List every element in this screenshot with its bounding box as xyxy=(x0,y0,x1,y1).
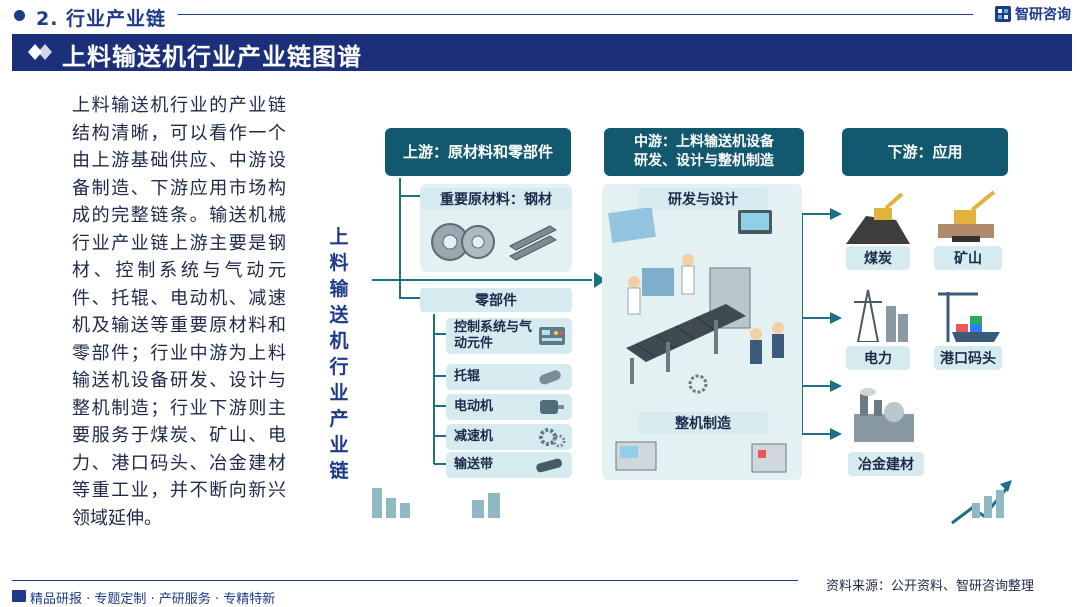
downstream-header: 下游：应用 xyxy=(842,128,1008,176)
parts-title: 零部件 xyxy=(420,288,572,312)
motor-icon xyxy=(540,400,564,414)
upstream-header: 上游：原材料和零部件 xyxy=(385,128,571,176)
belt-icon xyxy=(536,458,562,473)
page-title: 上料输送机行业产业链图谱 xyxy=(62,43,362,71)
diamond-icon xyxy=(28,44,52,60)
app-label-metallurgy: 冶金建材 xyxy=(848,452,924,476)
brand-name: 智研咨询 xyxy=(1015,7,1071,23)
part-item-motor: 电动机 xyxy=(446,394,572,420)
midstream-panel: 研发与设计 整机制造 xyxy=(602,184,802,480)
part-item-reducer: 减速机 xyxy=(446,424,572,450)
mining-excavator-icon xyxy=(938,190,996,242)
industry-chain-diagram: 上游：原材料和零部件 重要原材料：钢材 零部件 控制系统与气动元件 托辊 xyxy=(372,128,1022,526)
materials-panel: 重要原材料：钢材 xyxy=(420,184,572,272)
description-text: 上料输送机行业的产业链结构清晰，可以看作一个由上游基础供应、中游设备制造、下游应… xyxy=(72,95,286,529)
section-title: 2. 行业产业链 xyxy=(36,8,167,30)
app-label-power: 电力 xyxy=(846,346,910,370)
manufacturing-label: 整机制造 xyxy=(638,412,768,434)
rd-label: 研发与设计 xyxy=(638,188,768,210)
gear-icon xyxy=(539,428,566,448)
materials-title: 重要原材料：钢材 xyxy=(420,188,572,210)
footer-logo-icon xyxy=(12,590,26,602)
brand-logo-icon xyxy=(995,6,1011,22)
part-item-belt: 输送带 xyxy=(446,452,572,478)
footer-services: 精品研报 · 专题定制 · 产研服务 · 专精特新 xyxy=(30,592,276,607)
section-divider xyxy=(178,14,973,15)
roller-icon xyxy=(539,370,561,385)
vertical-label: 上料输送机行业产业链 xyxy=(329,226,349,482)
manufacturing-icon xyxy=(615,441,787,473)
coal-excavator-icon xyxy=(846,192,910,244)
control-panel-icon xyxy=(539,327,565,345)
app-label-coal: 煤炭 xyxy=(846,246,910,270)
app-label-mining: 矿山 xyxy=(934,246,1002,270)
port-crane-icon xyxy=(938,292,1000,342)
part-item-roller: 托辊 xyxy=(446,364,572,390)
steel-coil-icon xyxy=(431,223,557,261)
footer-divider xyxy=(12,580,798,581)
midstream-header: 中游：上料输送机设备研发、设计与整机制造 xyxy=(604,128,804,176)
title-banner: 上料输送机行业产业链图谱 xyxy=(12,34,1072,71)
diagram-connectors xyxy=(372,178,1012,525)
power-tower-icon xyxy=(854,289,908,342)
section-bullet-icon xyxy=(14,10,25,21)
conveyor-illustration-icon xyxy=(608,208,784,394)
app-label-port: 港口码头 xyxy=(934,346,1002,370)
part-item-control: 控制系统与气动元件 xyxy=(446,318,572,354)
data-source: 资料来源：公开资料、智研咨询整理 xyxy=(826,579,1035,594)
factory-icon xyxy=(854,388,914,442)
